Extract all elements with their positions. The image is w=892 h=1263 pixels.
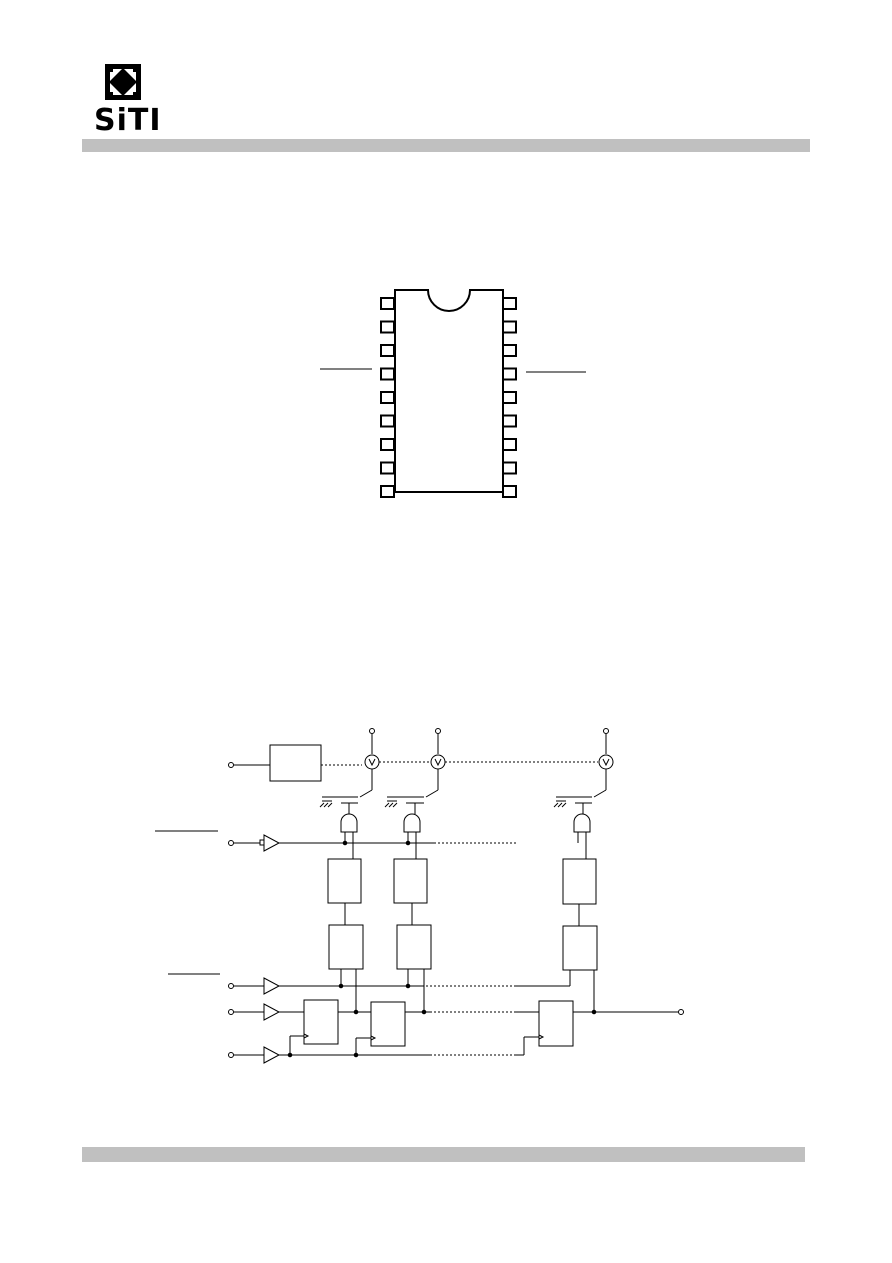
left-pin-1	[380, 297, 395, 310]
output-transistor-3	[553, 789, 607, 814]
shift-register-1	[303, 999, 339, 1045]
latch-buffer	[263, 977, 281, 995]
driver-block-3	[562, 858, 597, 905]
output-transistor-1	[319, 789, 373, 814]
left-pin-7	[380, 438, 395, 451]
input-terminal-5	[228, 1052, 234, 1058]
pin-diagram	[320, 289, 586, 498]
right-pin-6	[502, 414, 517, 428]
shift-register-2	[370, 1001, 406, 1047]
left-pin-9	[380, 485, 395, 498]
right-pin-9	[502, 485, 517, 498]
left-pins	[380, 297, 395, 498]
left-pin-6	[380, 414, 395, 428]
right-pin-5	[502, 391, 517, 404]
right-pin-8	[502, 461, 517, 475]
and-gate-2	[403, 813, 421, 833]
siti-logo-emblem-icon	[105, 64, 141, 100]
left-pin-8	[380, 461, 395, 475]
and-gate-3	[573, 813, 591, 833]
clock-buffer	[263, 1046, 281, 1064]
right-pin-2	[502, 320, 517, 334]
right-pin-7	[502, 438, 517, 451]
right-pin-3	[502, 344, 517, 357]
input-terminal-1	[228, 762, 234, 768]
reference-block	[269, 744, 322, 782]
left-pin-3	[380, 344, 395, 357]
latch-block-3	[562, 925, 598, 971]
logo-wordmark: SiTI	[94, 103, 162, 138]
shift-register-3	[538, 1000, 574, 1047]
left-pin-2	[380, 320, 395, 334]
left-pin-5	[380, 391, 395, 404]
block-diagram	[155, 728, 684, 1064]
current-source-3	[598, 728, 614, 790]
footer-bar	[82, 1147, 805, 1162]
ic-package-outline	[394, 289, 504, 493]
right-pin-4	[502, 367, 517, 381]
current-source-2	[430, 728, 446, 790]
right-pin-1	[502, 297, 517, 310]
input-terminal-4	[228, 1009, 234, 1015]
driver-block-2	[393, 858, 428, 904]
right-pins	[502, 297, 517, 498]
input-terminal-3	[228, 983, 234, 989]
current-source-1	[364, 728, 380, 790]
siti-logo	[92, 62, 166, 138]
and-gate-1	[340, 813, 358, 833]
header-bar	[82, 139, 810, 152]
enable-buffer	[263, 834, 281, 852]
input-terminal-2	[228, 840, 234, 846]
driver-block-1	[327, 858, 362, 904]
output-transistor-2	[384, 789, 439, 814]
output-terminal	[678, 1009, 684, 1015]
left-pin-4	[380, 367, 395, 381]
data-buffer	[263, 1003, 281, 1021]
latch-block-1	[328, 924, 364, 970]
latch-block-2	[396, 924, 432, 970]
